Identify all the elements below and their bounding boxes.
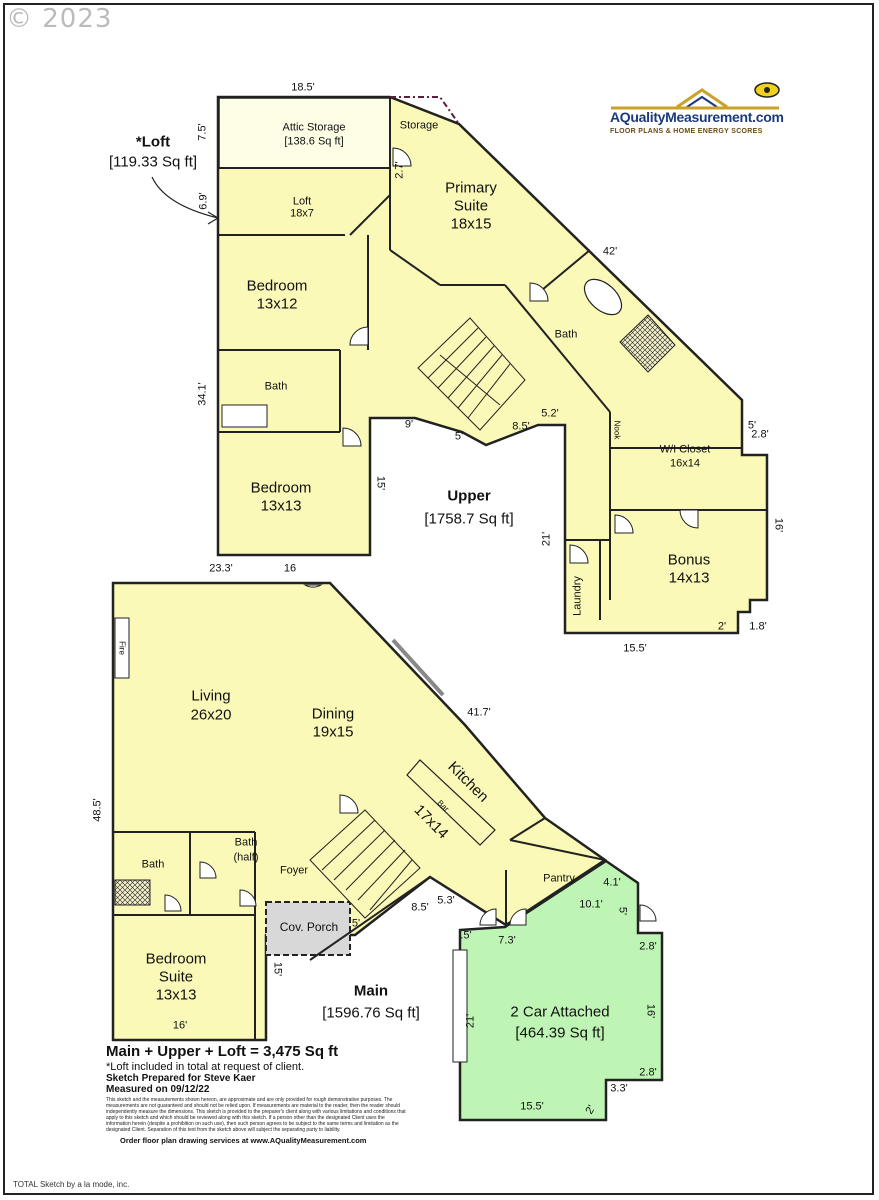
measured-date: Measured on 09/12/22	[106, 1084, 210, 1095]
dim-label: 15.5'	[520, 1100, 544, 1113]
room-bedroom-suite-dims: 13x13	[155, 986, 197, 1004]
dim-label: 48.5'	[91, 798, 104, 822]
room-storage-name: Storage	[399, 119, 439, 132]
room-primary-suite-dims: 18x15	[450, 215, 492, 233]
disclaimer: This sketch and the measurements shown h…	[106, 1097, 406, 1133]
room-living-dims: 26x20	[190, 706, 232, 724]
room-bedroom-upper-2-name: Bedroom	[250, 479, 312, 497]
dim-label: 2.8'	[751, 428, 769, 441]
room-bedroom-suite-name2: Suite	[158, 968, 194, 986]
dim-label: 5.2'	[541, 407, 559, 420]
section-main-title: Main	[353, 982, 389, 1000]
dim-label: 42'	[602, 245, 618, 258]
dim-label: 41.7'	[467, 706, 491, 719]
dim-label: 7.3'	[498, 934, 516, 947]
room-bedroom-upper-2-dims: 13x13	[260, 497, 302, 515]
room-garage-name: 2 Car Attached	[510, 1003, 610, 1021]
dim-label: 4.1'	[603, 876, 621, 889]
section-upper-title: Upper	[447, 487, 491, 505]
room-bedroom-upper-1-dims: 13x12	[256, 295, 298, 313]
dim-label: 2.8'	[639, 1066, 657, 1079]
software-credit: TOTAL Sketch by a la mode, inc.	[13, 1180, 130, 1189]
room-loft-name: Loft	[292, 195, 312, 208]
dim-label: 2.8'	[639, 940, 657, 953]
fireplace-label: Fire	[117, 641, 127, 655]
dim-label: 15'	[271, 961, 284, 977]
dim-label: 2.7'	[393, 161, 406, 179]
dim-label: 21'	[464, 1013, 477, 1029]
main-floor-outline	[111, 581, 608, 1042]
dim-label: 34.1'	[196, 382, 209, 406]
loft-callout-area: [119.33 Sq ft]	[108, 153, 198, 171]
copyright-watermark: © 2023	[6, 4, 113, 34]
room-wi-closet-name: W/I Closet	[659, 443, 711, 456]
prepared-for: Sketch Prepared for Steve Kaer	[106, 1073, 256, 1084]
room-bath-primary-name: Bath	[554, 328, 578, 341]
dim-label: 1.8'	[749, 620, 767, 633]
dim-label: 21'	[540, 531, 553, 547]
room-bonus-name: Bonus	[667, 551, 711, 569]
room-loft-dims: 18x7	[290, 207, 314, 220]
page-border	[3, 3, 874, 1195]
dim-label: 23.3'	[209, 562, 233, 575]
house-logo-icon	[611, 82, 780, 110]
dim-label: 16	[283, 562, 297, 575]
room-nook-name: Nook	[612, 420, 622, 440]
room-laundry-name: Laundry	[571, 576, 584, 616]
dim-label: 5'	[454, 430, 464, 443]
room-wi-closet-dims: 16x14	[670, 457, 700, 470]
dim-label: .5'	[460, 929, 472, 942]
dim-label: 10.1'	[579, 898, 603, 911]
dim-label: 5'	[616, 906, 629, 916]
room-bath-half-name2: (half)	[233, 851, 259, 864]
room-attic-storage-name: Attic Storage	[282, 121, 346, 134]
room-garage-area: [464.39 Sq ft]	[515, 1024, 605, 1042]
totals-block: Main + Upper + Loft = 3,475 Sq ft *Loft …	[106, 1043, 436, 1145]
room-bath-half-name: Bath	[234, 836, 258, 849]
company-logo: AQualityMeasurement.com FLOOR PLANS & HO…	[607, 82, 784, 152]
dim-label: 3.3'	[610, 1082, 628, 1095]
logo-tagline: FLOOR PLANS & HOME ENERGY SCORES	[610, 128, 763, 135]
total-area: Main + Upper + Loft = 3,475 Sq ft	[106, 1043, 339, 1060]
room-bonus-dims: 14x13	[668, 569, 710, 587]
loft-note: *Loft included in total at request of cl…	[106, 1061, 305, 1073]
room-cov-porch-name: Cov. Porch	[279, 920, 339, 935]
loft-callout-title: *Loft	[135, 133, 171, 151]
section-upper-area: [1758.7 Sq ft]	[424, 510, 514, 528]
dim-label: 5'	[747, 419, 757, 432]
dim-label: 15.5'	[623, 642, 647, 655]
dim-label: 5.3'	[437, 894, 455, 907]
dim-label: 5'	[351, 917, 361, 930]
room-attic-storage-area: [138.6 Sq ft]	[284, 135, 344, 148]
dim-label: 2'	[717, 620, 727, 633]
room-bath-main-name: Bath	[141, 858, 165, 871]
room-bath-upper-name: Bath	[264, 380, 288, 393]
room-primary-suite-name: Primary	[445, 179, 497, 197]
room-living-name: Living	[191, 687, 231, 705]
room-pantry-name: Pantry	[543, 872, 575, 885]
dim-label: 15'	[374, 475, 387, 491]
room-bedroom-upper-1-name: Bedroom	[246, 277, 308, 295]
room-bedroom-suite-name: Bedroom	[145, 950, 207, 968]
dim-label: 8.5'	[512, 420, 530, 433]
dim-label: 16'	[172, 1019, 188, 1032]
dim-label: 16'	[644, 1003, 657, 1019]
room-dining-dims: 19x15	[312, 723, 354, 741]
garage-outline	[458, 859, 664, 1122]
dim-label: 8.5'	[411, 901, 429, 914]
cov-porch-outline	[265, 901, 351, 956]
section-main-area: [1596.76 Sq ft]	[322, 1004, 420, 1022]
room-primary-suite-name2: Suite	[453, 197, 489, 215]
dim-label: 16'	[772, 517, 785, 533]
dim-label: 6.9'	[197, 192, 210, 210]
room-foyer-name: Foyer	[279, 864, 309, 877]
dim-label: 9'	[404, 418, 414, 431]
dim-label: 7.5'	[196, 123, 209, 141]
dim-label: 18.5'	[291, 81, 315, 94]
order-link[interactable]: Order floor plan drawing services at www…	[120, 1136, 367, 1145]
room-dining-name: Dining	[311, 705, 355, 723]
logo-name: AQualityMeasurement.com	[610, 109, 784, 125]
